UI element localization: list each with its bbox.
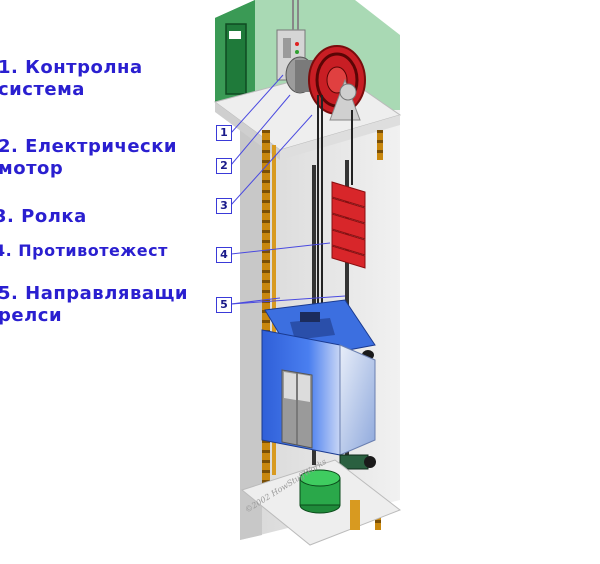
- label-sheave: 3. Ролка: [0, 206, 87, 228]
- shaft-left-wall: [240, 112, 262, 540]
- label-sheave-line1: 3. Ролка: [0, 206, 87, 227]
- label-electric-motor-line2: мотор: [0, 158, 64, 179]
- label-counterweight: 4. Противотежест: [0, 240, 168, 262]
- marker-3: 3: [216, 198, 232, 214]
- label-guide-rails-line2: релси: [0, 305, 63, 326]
- label-electric-motor: 2. Електрически мотор: [0, 136, 177, 180]
- label-control-system-line1: 1. Контролна: [0, 57, 143, 78]
- guide-rail-left: [262, 130, 270, 485]
- machine-room-door: [225, 23, 247, 95]
- label-guide-rails: 5. Направляващи релси: [0, 283, 188, 327]
- elevator-car-side: [339, 344, 376, 456]
- label-counterweight-line1: 4. Противотежест: [0, 241, 168, 260]
- label-electric-motor-line1: 2. Електрически: [0, 136, 178, 157]
- label-guide-rails-line1: 5. Направляващи: [0, 283, 188, 304]
- label-control-system-line2: система: [0, 79, 85, 100]
- marker-4: 4: [216, 247, 232, 263]
- marker-2: 2: [216, 158, 232, 174]
- marker-5: 5: [216, 297, 232, 313]
- marker-1: 1: [216, 125, 232, 141]
- pointer-lines: [230, 74, 346, 305]
- counterweight: [331, 181, 366, 269]
- guide-rail-right-top: [377, 130, 383, 160]
- label-control-system: 1. Контролна система: [0, 57, 143, 101]
- door-sign: [229, 31, 241, 39]
